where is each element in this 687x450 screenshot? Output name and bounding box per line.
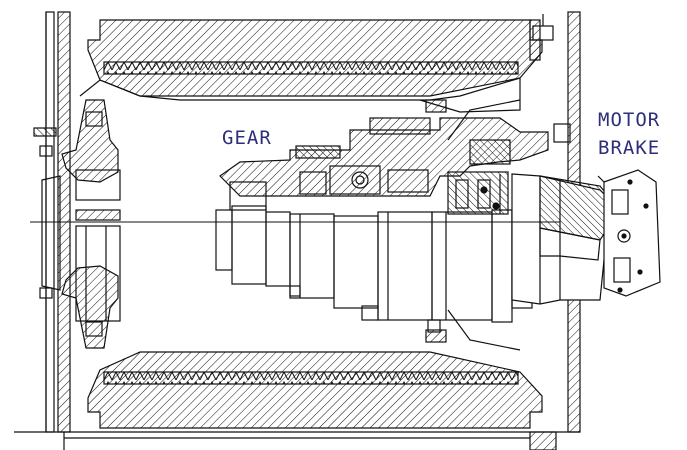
left-bearing-housing: [33, 99, 121, 349]
gear-label: GEAR: [222, 127, 272, 149]
motor-label: MOTOR: [598, 109, 661, 131]
brake-assembly: [447, 171, 509, 215]
base-plate: [14, 431, 580, 450]
gearbox-housing: [219, 117, 571, 211]
drum-upper-shell: [79, 19, 543, 113]
drum-lower-shell: [87, 351, 543, 429]
hydraulic-motor: [511, 169, 661, 305]
brake-label: BRAKE: [598, 137, 661, 159]
gearbox-body: [215, 205, 533, 333]
